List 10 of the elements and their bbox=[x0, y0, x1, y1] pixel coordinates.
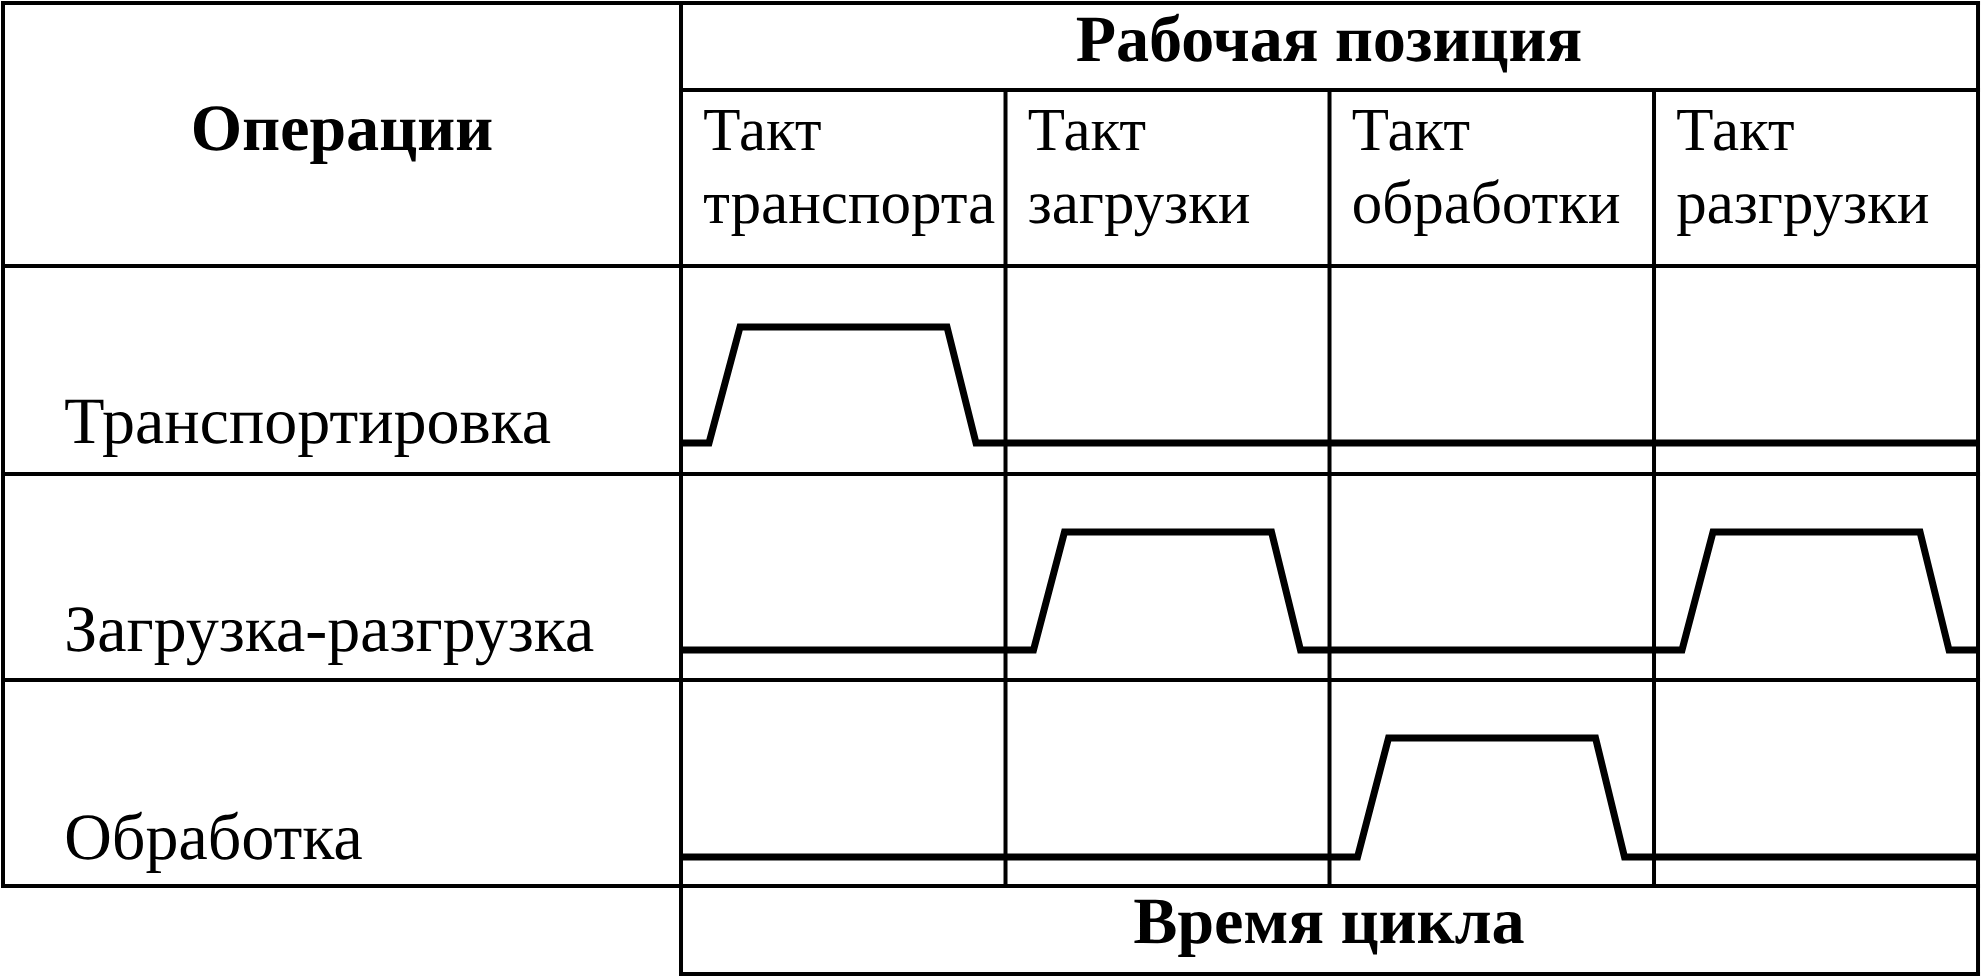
column-header: Такт загрузки bbox=[1028, 110, 1250, 237]
column-header: Такт разгрузки bbox=[1677, 110, 1929, 237]
group-header: Рабочая позиция bbox=[1076, 13, 1581, 73]
row-label: Транспортировка bbox=[65, 399, 551, 458]
column-header: Такт транспорта bbox=[704, 110, 995, 236]
column-header: Операции bbox=[194, 106, 492, 165]
row-label: Загрузка-разгрузка bbox=[67, 607, 594, 666]
footer-label: Время цикла bbox=[1134, 899, 1524, 958]
column-header: Такт обработки bbox=[1352, 110, 1620, 236]
row-label: Обработка bbox=[66, 811, 362, 874]
